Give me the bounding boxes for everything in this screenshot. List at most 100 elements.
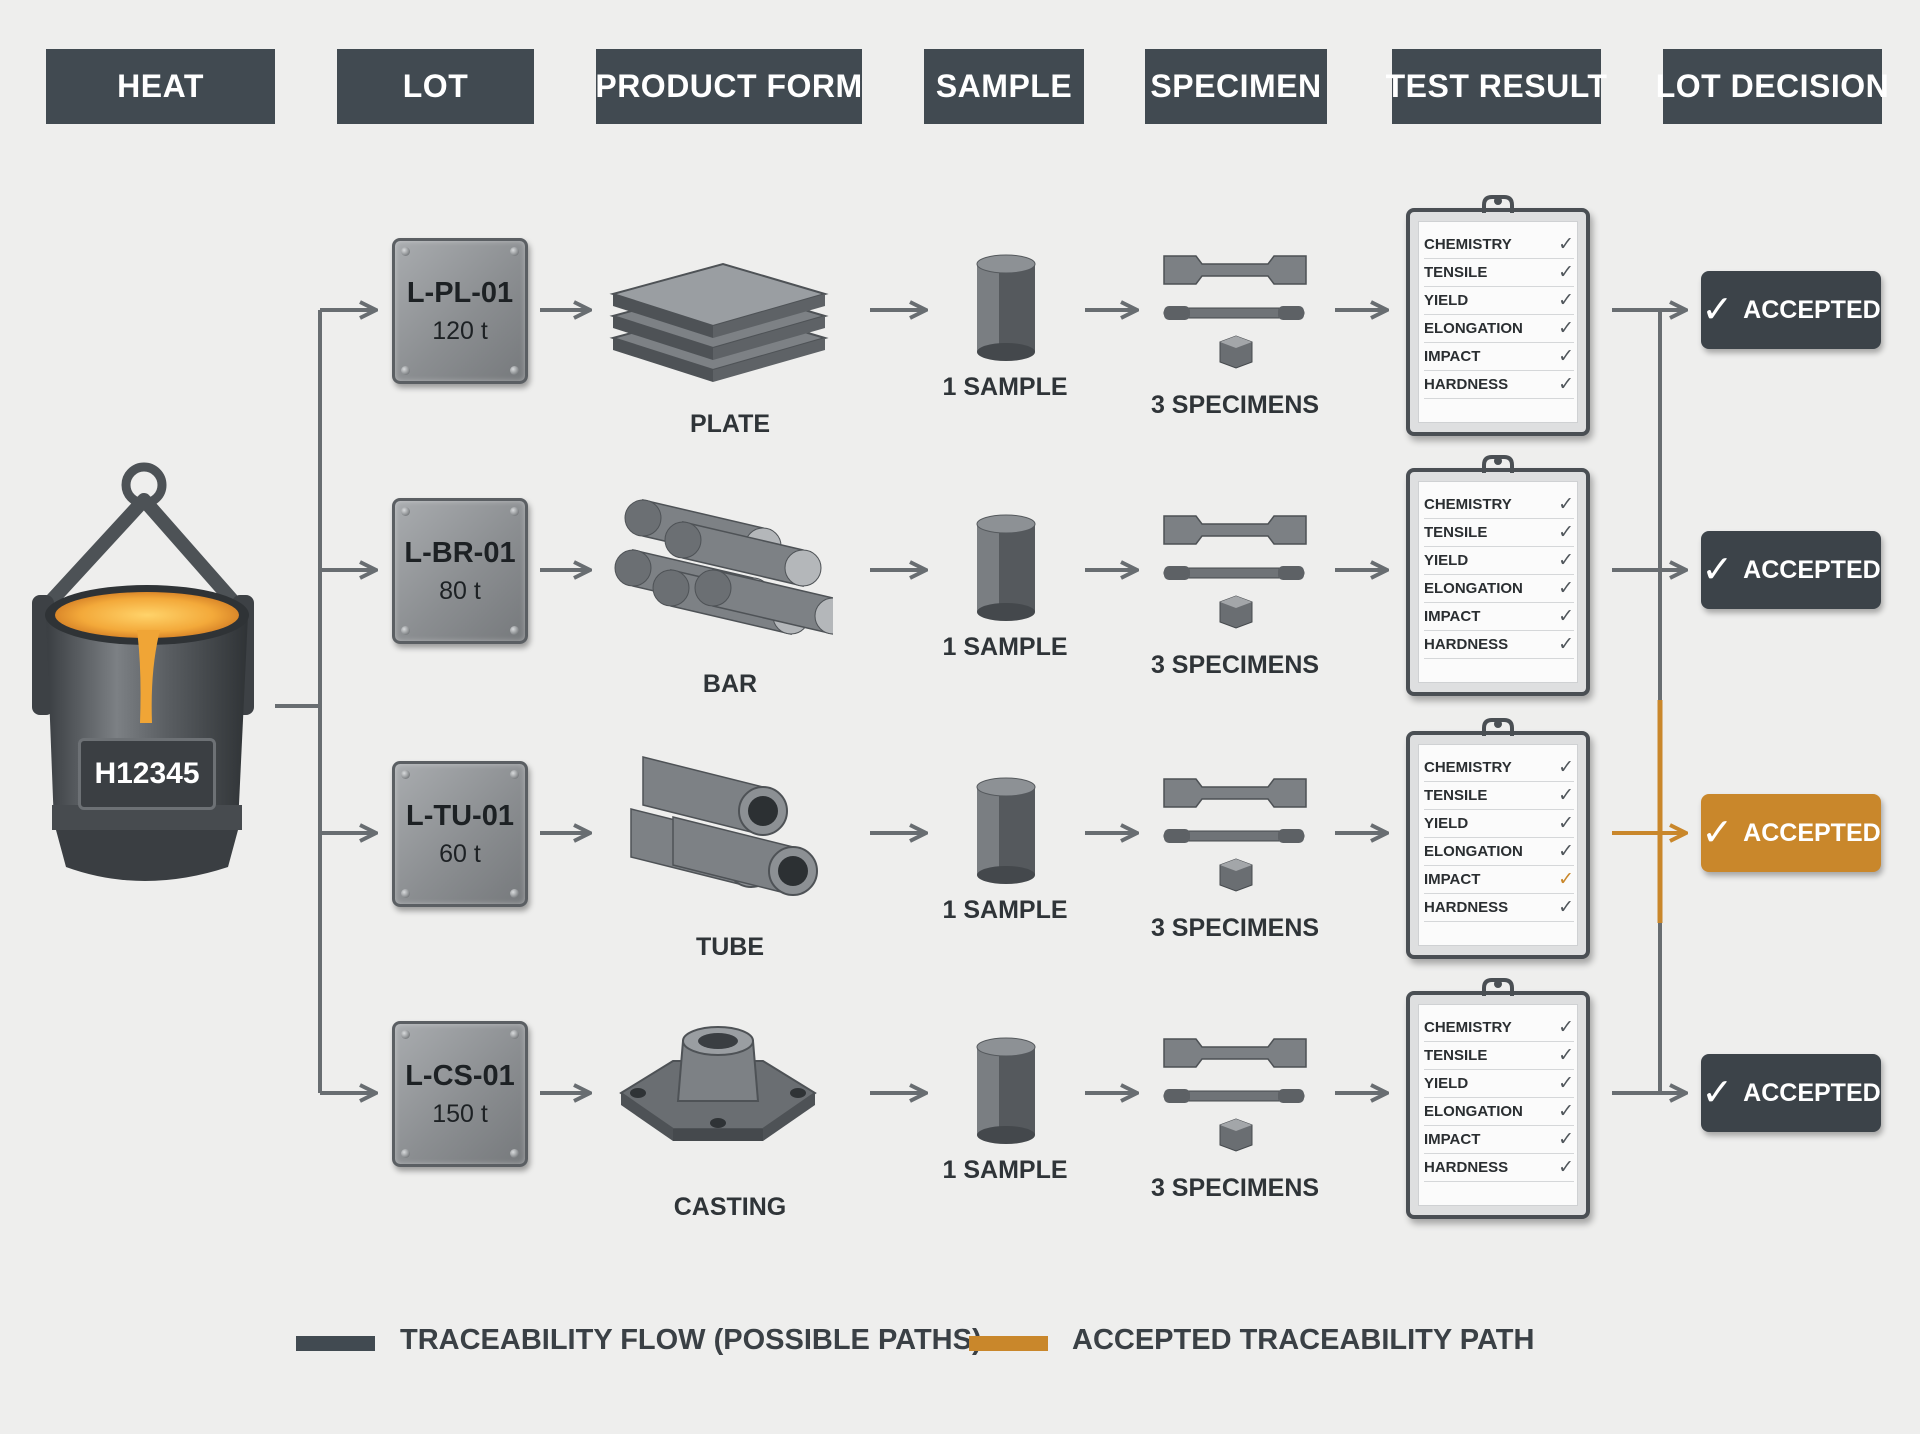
- test-name: HARDNESS: [1424, 1158, 1509, 1176]
- rivet-icon: [401, 889, 410, 898]
- test-row: TENSILE✓: [1424, 258, 1574, 287]
- test-row: YIELD✓: [1424, 809, 1574, 838]
- check-icon: ✓: [1558, 1128, 1574, 1150]
- lot-decision-badge: ✓ACCEPTED: [1701, 531, 1881, 609]
- test-row: CHEMISTRY ✓: [1424, 490, 1574, 519]
- test-name: YIELD: [1424, 814, 1469, 832]
- specimen-count-label: 3 SPECIMENS: [1150, 651, 1320, 679]
- test-name: ELONGATION: [1424, 842, 1523, 860]
- test-row: ELONGATION✓: [1424, 574, 1574, 603]
- sample-count-label: 1 SAMPLE: [942, 1156, 1068, 1184]
- test-row: CHEMISTRY✓: [1424, 753, 1574, 782]
- lot-tonnage: 80 t: [439, 577, 481, 605]
- test-name: HARDNESS: [1424, 898, 1509, 916]
- rivet-icon: [401, 247, 410, 256]
- rivet-icon: [401, 770, 410, 779]
- check-icon: ✓: [1558, 493, 1574, 515]
- rivet-icon: [510, 626, 519, 635]
- lot-id: L-PL-01: [406, 277, 514, 309]
- check-icon: ✓: [1558, 868, 1574, 890]
- test-name: TENSILE: [1424, 1046, 1488, 1064]
- test-name: TENSILE: [1424, 523, 1488, 541]
- rivet-icon: [510, 889, 519, 898]
- sample-cylinder-icon: [976, 514, 1036, 621]
- test-result-clipboard: CHEMISTRY✓TENSILE✓YIELD✓ELONGATION✓IMPAC…: [1406, 195, 1590, 436]
- lot-tonnage: 120 t: [432, 317, 488, 345]
- check-icon: ✓: [1558, 289, 1574, 311]
- rivet-icon: [401, 507, 410, 516]
- product-form-label: TUBE: [695, 933, 765, 961]
- sample-cylinder-icon: [976, 1037, 1036, 1144]
- check-icon: ✓: [1558, 521, 1574, 543]
- test-name: CHEMISTRY: [1424, 1018, 1512, 1036]
- rivet-icon: [510, 1149, 519, 1158]
- plate-product-icon: [609, 262, 829, 382]
- test-name: CHEMISTRY: [1424, 235, 1512, 253]
- lot-id: L-BR-01: [404, 537, 516, 569]
- test-row: YIELD✓: [1424, 1069, 1574, 1098]
- test-name: IMPACT: [1424, 347, 1481, 365]
- test-result-clipboard: CHEMISTRY✓TENSILE✓YIELD✓ELONGATION✓IMPAC…: [1406, 978, 1590, 1219]
- test-row: IMPACT ✓: [1424, 342, 1574, 371]
- clipboard-clip-icon: [1482, 718, 1514, 736]
- test-name: CHEMISTRY: [1424, 758, 1512, 776]
- test-name: HARDNESS: [1424, 375, 1509, 393]
- specimen-set-icon: [1163, 1038, 1307, 1152]
- lot-plate: L-BR-01 80 t: [392, 498, 528, 644]
- lot-plate: L-PL-01 120 t: [392, 238, 528, 384]
- product-form-label: BAR: [702, 670, 758, 698]
- header-lot: LOT: [337, 49, 534, 124]
- check-icon: ✓: [1558, 1156, 1574, 1178]
- test-result-sheet: [1418, 744, 1578, 946]
- test-row: CHEMISTRY✓: [1424, 230, 1574, 259]
- product-form-label: CASTING: [673, 1193, 787, 1221]
- lot-tonnage: 60 t: [439, 840, 481, 868]
- check-icon: ✓: [1558, 549, 1574, 571]
- test-row: IMPACT✓: [1424, 602, 1574, 631]
- test-row: TENSILE ✓: [1424, 518, 1574, 547]
- sample-cylinder-icon: [976, 777, 1036, 884]
- header-test-result: TEST RESULT: [1386, 49, 1607, 124]
- header-heat: HEAT: [46, 49, 275, 124]
- check-icon: ✓: [1558, 345, 1574, 367]
- header-sample: SAMPLE: [924, 49, 1084, 124]
- test-name: HARDNESS: [1424, 635, 1509, 653]
- rivet-icon: [401, 626, 410, 635]
- specimen-set-icon: [1163, 255, 1307, 369]
- rivet-icon: [401, 1030, 410, 1039]
- clipboard-clip-icon: [1482, 195, 1514, 213]
- rivet-icon: [510, 507, 519, 516]
- lot-decision-badge: ✓ACCEPTED: [1701, 794, 1881, 872]
- check-icon: ✓: [1558, 633, 1574, 655]
- rivet-icon: [510, 366, 519, 375]
- rivet-icon: [510, 247, 519, 256]
- product-form-label: PLATE: [689, 410, 771, 438]
- lot-id: L-TU-01: [406, 800, 514, 832]
- check-icon: ✓: [1558, 317, 1574, 339]
- test-row: YIELD✓: [1424, 286, 1574, 315]
- specimen-count-label: 3 SPECIMENS: [1150, 391, 1320, 419]
- lot-id: L-CS-01: [405, 1060, 515, 1092]
- check-icon: ✓: [1558, 1072, 1574, 1094]
- check-icon: ✓: [1558, 1016, 1574, 1038]
- decision-label: ACCEPTED: [1743, 555, 1881, 584]
- legend-swatch-accepted: [969, 1336, 1048, 1351]
- check-icon: ✓: [1558, 1044, 1574, 1066]
- check-icon: ✓: [1558, 261, 1574, 283]
- test-row: IMPACT✓: [1424, 1125, 1574, 1154]
- check-icon: ✓: [1558, 840, 1574, 862]
- test-name: ELONGATION: [1424, 1102, 1523, 1120]
- checkmark-icon: ✓: [1701, 289, 1734, 331]
- test-name: YIELD: [1424, 551, 1469, 569]
- specimen-count-label: 3 SPECIMENS: [1150, 1174, 1320, 1202]
- test-result-sheet: [1418, 481, 1578, 683]
- test-name: CHEMISTRY: [1424, 495, 1512, 513]
- legend-label-accepted: ACCEPTED TRACEABILITY PATH: [1072, 1324, 1535, 1356]
- check-icon: ✓: [1558, 577, 1574, 599]
- header-product-form: PRODUCT FORM: [595, 49, 862, 124]
- test-result-sheet: [1418, 221, 1578, 423]
- decision-label: ACCEPTED: [1743, 818, 1881, 847]
